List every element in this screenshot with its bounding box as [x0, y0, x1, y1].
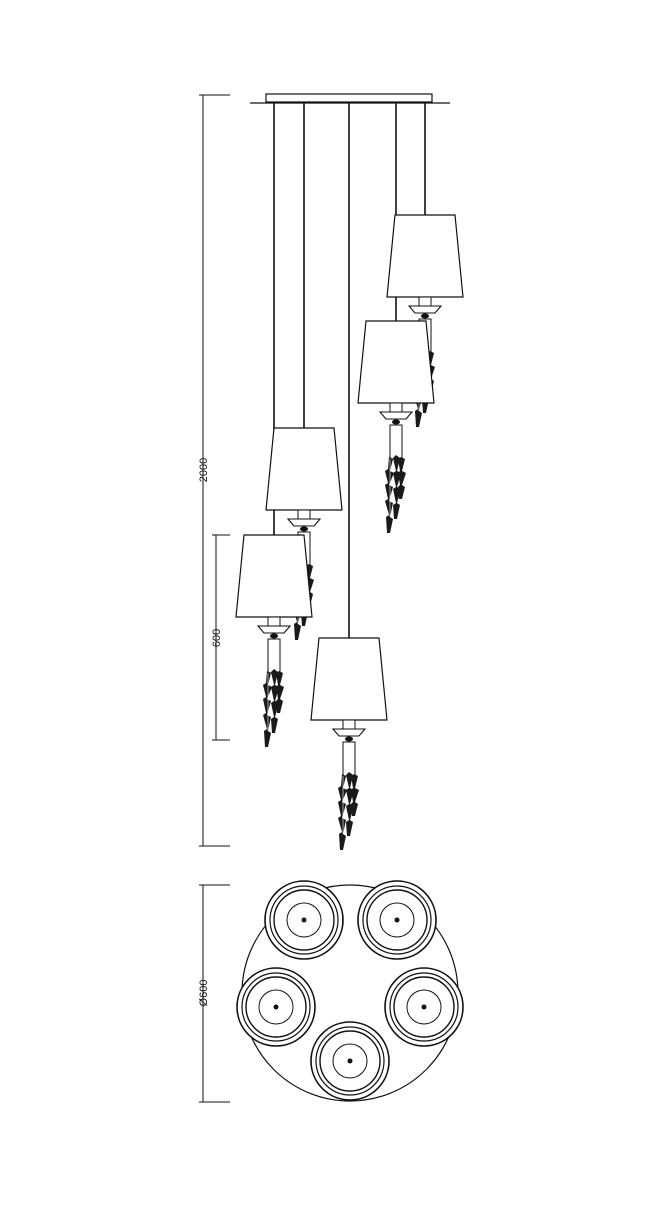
- height-dimension-label: 2000: [198, 458, 210, 482]
- diameter-dimension: [199, 884, 230, 1103]
- lamp-3: [310, 637, 388, 851]
- plan-lamp-top-right: [357, 880, 437, 960]
- plan-lamp-right: [384, 967, 464, 1047]
- lamp-4: [357, 320, 435, 534]
- diameter-dimension-label: Ø600: [198, 980, 210, 1007]
- plan-lamp-top-left: [264, 880, 344, 960]
- plan-lamp-left: [236, 967, 316, 1047]
- ceiling-canopy: [250, 93, 450, 104]
- spacing-dimension-label: 600: [211, 629, 223, 647]
- lamp-1: [235, 534, 313, 748]
- plan-lamp-bottom: [310, 1021, 390, 1101]
- plan-view: [236, 880, 464, 1102]
- height-dimension: [199, 94, 230, 847]
- spacing-dimension: [212, 534, 230, 741]
